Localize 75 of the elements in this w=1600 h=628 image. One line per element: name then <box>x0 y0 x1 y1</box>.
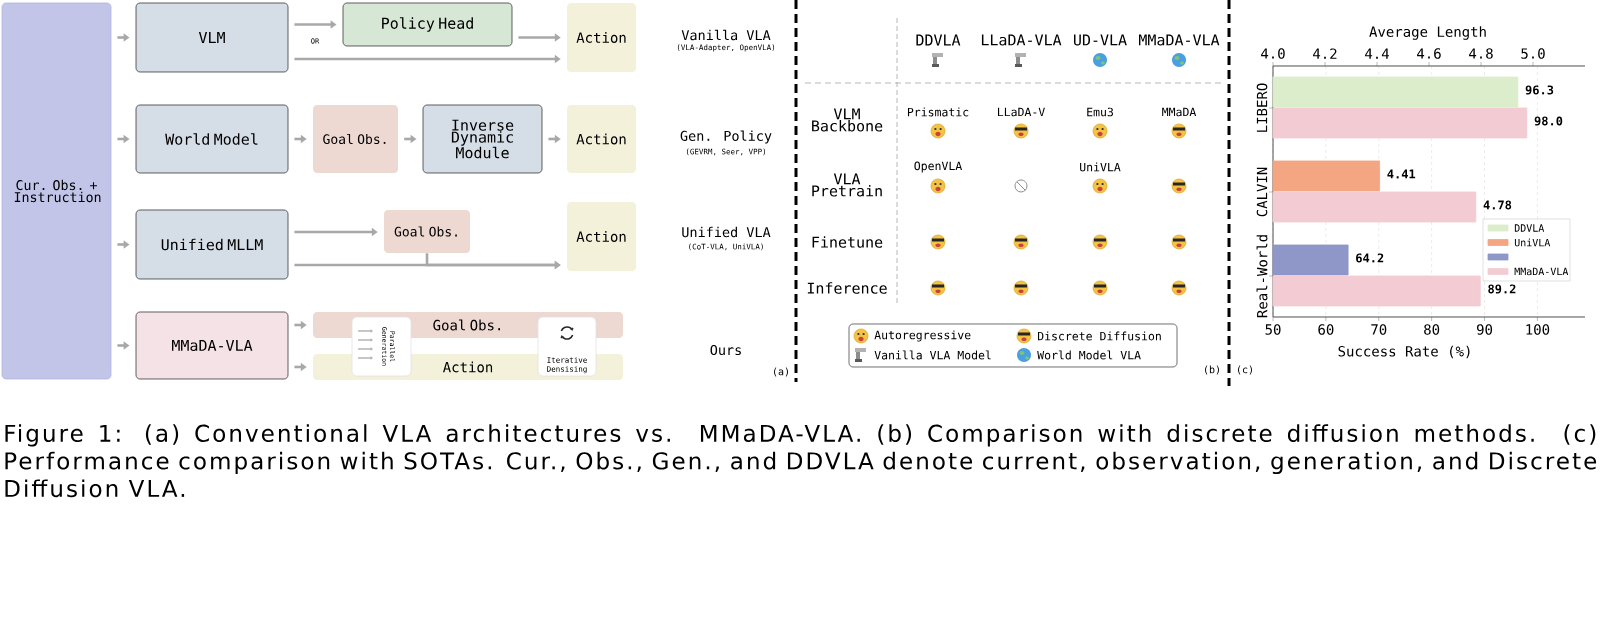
x-tick-label: 70 <box>1371 324 1387 335</box>
row-header: Finetune <box>812 236 883 248</box>
tick-label: 4.6 <box>1417 48 1441 67</box>
legend-label: UniVLA <box>1514 238 1551 247</box>
cell-label: Prismatic <box>907 107 969 117</box>
tick-label: 4.8 <box>1469 48 1493 67</box>
x2-tick-label: 4.6 <box>1417 48 1441 59</box>
category-label: Real-World <box>1256 235 1268 318</box>
row-label: Vanilla VLA <box>681 29 771 41</box>
cell-label: MMaDA <box>1162 107 1197 117</box>
input-box: Cur. Obs. + Instruction <box>1 2 112 380</box>
output-box: Action <box>567 105 636 173</box>
panel-label: (b) <box>1205 365 1219 375</box>
output-box: Action <box>567 3 636 72</box>
x-tick-label: 60 <box>1318 324 1334 335</box>
panel-label: (a) <box>774 367 788 377</box>
model-box: World Model <box>135 104 289 174</box>
row-header: VLM Backbone <box>812 108 883 132</box>
legend-label: World Model VLA <box>1037 350 1141 360</box>
module-box: Inverse Dynamic Module <box>422 104 543 174</box>
legend-label: DDVLA <box>1514 224 1545 232</box>
x-tick-label: 100 <box>1526 324 1550 335</box>
x2-tick-label: 4.4 <box>1365 48 1389 59</box>
legend-label: Vanilla VLA Model <box>874 350 991 360</box>
tick-label: 4.0 <box>1261 48 1285 67</box>
legend-label: MMaDA-VLA <box>1514 267 1569 276</box>
x2-tick-label: 4.8 <box>1469 48 1493 59</box>
column-header: MMaDA-VLA <box>1139 34 1220 46</box>
cell-label: OpenVLA <box>914 161 963 173</box>
x2-tick-label: 4.0 <box>1261 48 1285 59</box>
value-label: 64.2 <box>1356 253 1384 263</box>
model-box: Unified MLLM <box>135 209 289 280</box>
axis-title: Average Length <box>1369 26 1486 40</box>
legend-label: Autoregressive <box>874 330 971 342</box>
x2-tick-label: 4.2 <box>1313 48 1337 59</box>
tick-label: 4.2 <box>1313 48 1337 67</box>
tick-label: 5.0 <box>1521 48 1545 67</box>
goal-box: Goal Obs. <box>384 210 470 253</box>
tick-label: 90 <box>1476 316 1493 335</box>
value-label: 4.78 <box>1483 200 1512 210</box>
column-header: DDVLA <box>916 34 961 46</box>
x-tick-label: 90 <box>1476 324 1493 335</box>
x-tick-label: 80 <box>1424 324 1440 335</box>
row-label: Unified VLA <box>682 226 771 238</box>
column-header: LLaDA-VLA <box>981 34 1062 46</box>
value-label: 98.0 <box>1534 116 1563 126</box>
tick-label: 100 <box>1526 316 1550 335</box>
x2-tick-label: 5.0 <box>1521 48 1545 59</box>
output-box: Action <box>567 202 636 271</box>
value-label: 4.41 <box>1387 169 1416 179</box>
tick-label: 80 <box>1424 316 1440 335</box>
cell-label: UniVLA <box>1080 162 1121 172</box>
model-box: VLM <box>135 2 289 73</box>
category-label: LIBERO <box>1256 83 1268 132</box>
cell-label: LLaDA-V <box>998 107 1045 117</box>
value-label: 89.2 <box>1488 284 1516 294</box>
legend-label: Discrete Diffusion <box>1038 331 1161 341</box>
x-tick-label: 50 <box>1265 324 1281 335</box>
column-header: UD-VLA <box>1074 34 1127 46</box>
row-label: Gen. Policy <box>680 130 772 144</box>
axis-title: Success Rate (%) <box>1338 345 1470 359</box>
category-label: CALVIN <box>1256 167 1268 217</box>
row-header: VLA Pretrain <box>812 173 882 197</box>
value-label: 96.3 <box>1525 85 1554 95</box>
cell-label: Emu3 <box>1087 107 1113 117</box>
module-box: Policy Head <box>342 2 513 47</box>
tick-label: 4.4 <box>1365 48 1389 67</box>
row-header: Inference <box>807 282 887 294</box>
model-box: MMaDA-VLA <box>135 311 289 380</box>
panel-label: (c) <box>1238 365 1252 375</box>
row-label: Ours <box>710 344 741 356</box>
goal-box: Goal Obs. <box>313 105 398 173</box>
caption: Figure 1: (a) Conventional VLA architectures vs. MMaDA-VLA. (b) Comparison with discrete diffusion methods. (c) Performance comparison with SOTAs. Cur., Obs., Gen., and DDVLA denote current, observation, generation, and Discrete Diffusion VLA. <box>5 424 1597 498</box>
tick-label: 70 <box>1371 316 1387 335</box>
tick-label: 60 <box>1318 316 1334 335</box>
